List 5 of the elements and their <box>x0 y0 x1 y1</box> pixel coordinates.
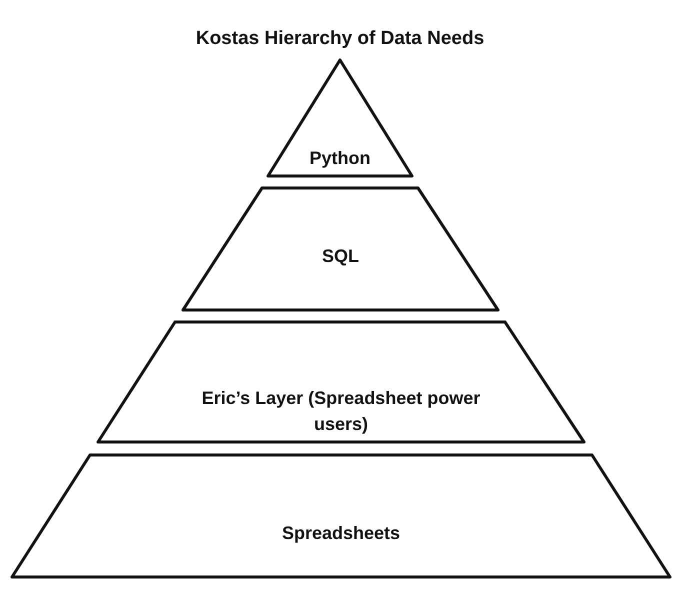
tier-label: SQL <box>320 245 360 268</box>
tier-label: Spreadsheets <box>280 522 402 545</box>
tier-label: Python <box>308 147 372 170</box>
diagram-title: Kostas Hierarchy of Data Needs <box>194 28 486 50</box>
tier-label: Eric’s Layer (Spreadsheet power users) <box>200 387 482 436</box>
